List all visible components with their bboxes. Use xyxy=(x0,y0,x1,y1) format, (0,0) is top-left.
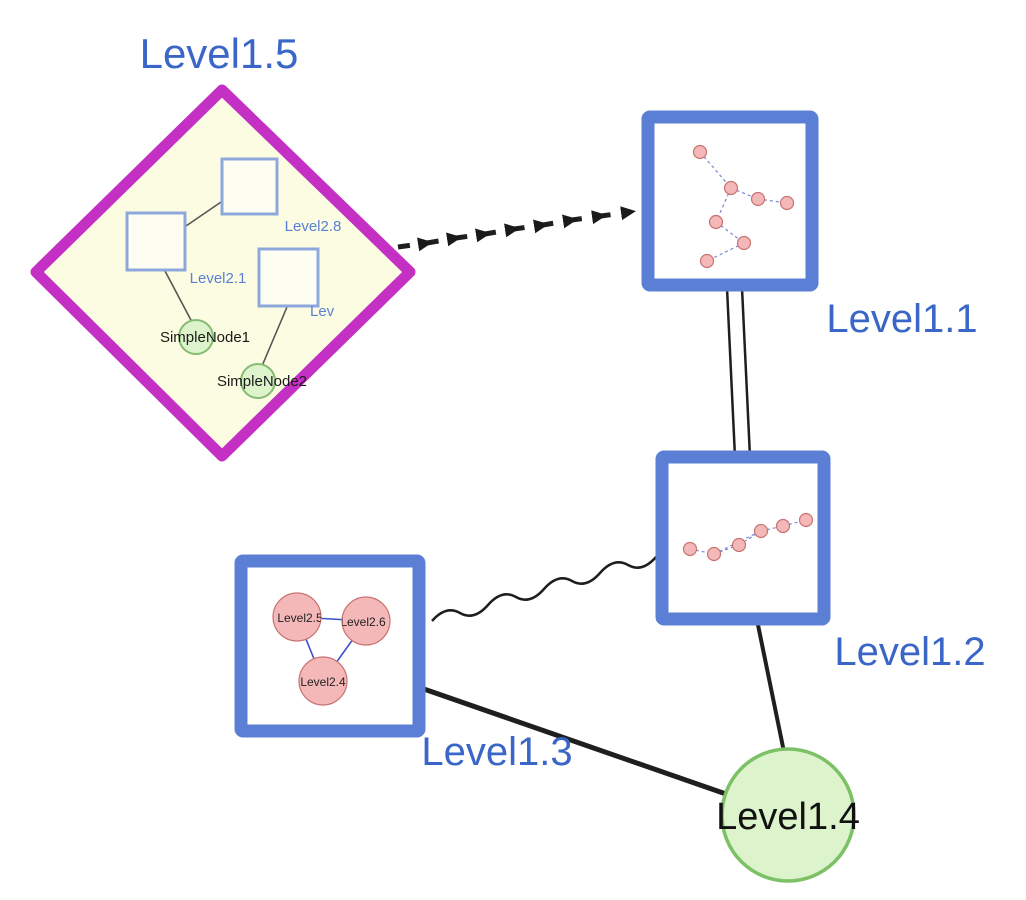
node-level1-3[interactable] xyxy=(234,554,426,738)
label-level2-1: Level2.1 xyxy=(190,270,247,287)
node-simplenode2[interactable] xyxy=(240,363,276,399)
mini-node[interactable] xyxy=(692,144,708,160)
mini-node[interactable] xyxy=(723,180,739,196)
label-level2-6: Level2.6 xyxy=(340,615,386,629)
mini-node[interactable] xyxy=(736,235,752,251)
label-level1-5: Level1.5 xyxy=(140,30,299,77)
edge-level15-to-level11-arrow xyxy=(397,206,636,252)
mini-node[interactable] xyxy=(750,191,766,207)
edge-mini xyxy=(699,151,732,189)
mini-node[interactable] xyxy=(798,512,814,528)
node-level1-4[interactable] xyxy=(720,747,856,883)
node-level2-4[interactable] xyxy=(298,656,348,706)
node-level1-5[interactable] xyxy=(30,84,416,462)
edge-inner-lev-simplenode2 xyxy=(261,306,288,367)
group-node-level1-2 xyxy=(655,450,831,626)
node-simplenode1[interactable] xyxy=(178,319,214,355)
label-level1-3: Level1.3 xyxy=(421,730,572,774)
label-level2-4: Level2.4 xyxy=(300,675,346,689)
label-simplenode1: SimpleNode1 xyxy=(160,329,250,346)
group-node-level1-3: Level2.5 Level2.6 Level2.4 xyxy=(234,554,426,738)
edge-inner-level21-simplenode1 xyxy=(164,270,193,323)
mini-node[interactable] xyxy=(779,195,795,211)
mini-node[interactable] xyxy=(706,546,722,562)
node-level1-2[interactable] xyxy=(655,450,831,626)
mini-node[interactable] xyxy=(682,541,698,557)
mini-node[interactable] xyxy=(699,253,715,269)
mini-node[interactable] xyxy=(753,523,769,539)
label-level1-4: Level1.4 xyxy=(716,796,860,838)
label-level1-1: Level1.1 xyxy=(826,297,977,341)
label-simplenode2: SimpleNode2 xyxy=(217,373,307,390)
mini-node[interactable] xyxy=(731,537,747,553)
edge-level13-to-level14 xyxy=(420,685,727,797)
label-lev: Lev xyxy=(310,303,335,320)
edge-level13-to-level12-wavy xyxy=(431,556,657,622)
edge-level11-to-level12-line2 xyxy=(740,287,752,458)
label-level2-5: Level2.5 xyxy=(277,611,323,625)
edge-level12-to-level14 xyxy=(755,619,786,753)
edge-mini xyxy=(738,530,762,546)
edge-mini xyxy=(713,544,740,555)
node-lev[interactable] xyxy=(257,247,320,308)
node-level2-5[interactable] xyxy=(272,592,322,642)
mini-node[interactable] xyxy=(775,518,791,534)
group-node-level1-5: Level2.8 Level2.1 Lev SimpleNode1 Simple… xyxy=(30,84,416,462)
node-level2-1[interactable] xyxy=(125,211,187,272)
label-level1-2: Level1.2 xyxy=(834,630,985,674)
node-level2-8[interactable] xyxy=(220,157,279,216)
node-level1-1[interactable] xyxy=(641,110,819,292)
label-level2-8: Level2.8 xyxy=(285,218,342,235)
edge-level11-to-level12-line1 xyxy=(725,287,737,458)
edge-inner-level21-level28 xyxy=(185,199,225,227)
node-level2-6[interactable] xyxy=(341,596,391,646)
mini-node[interactable] xyxy=(708,214,724,230)
group-node-level1-1 xyxy=(641,110,819,292)
